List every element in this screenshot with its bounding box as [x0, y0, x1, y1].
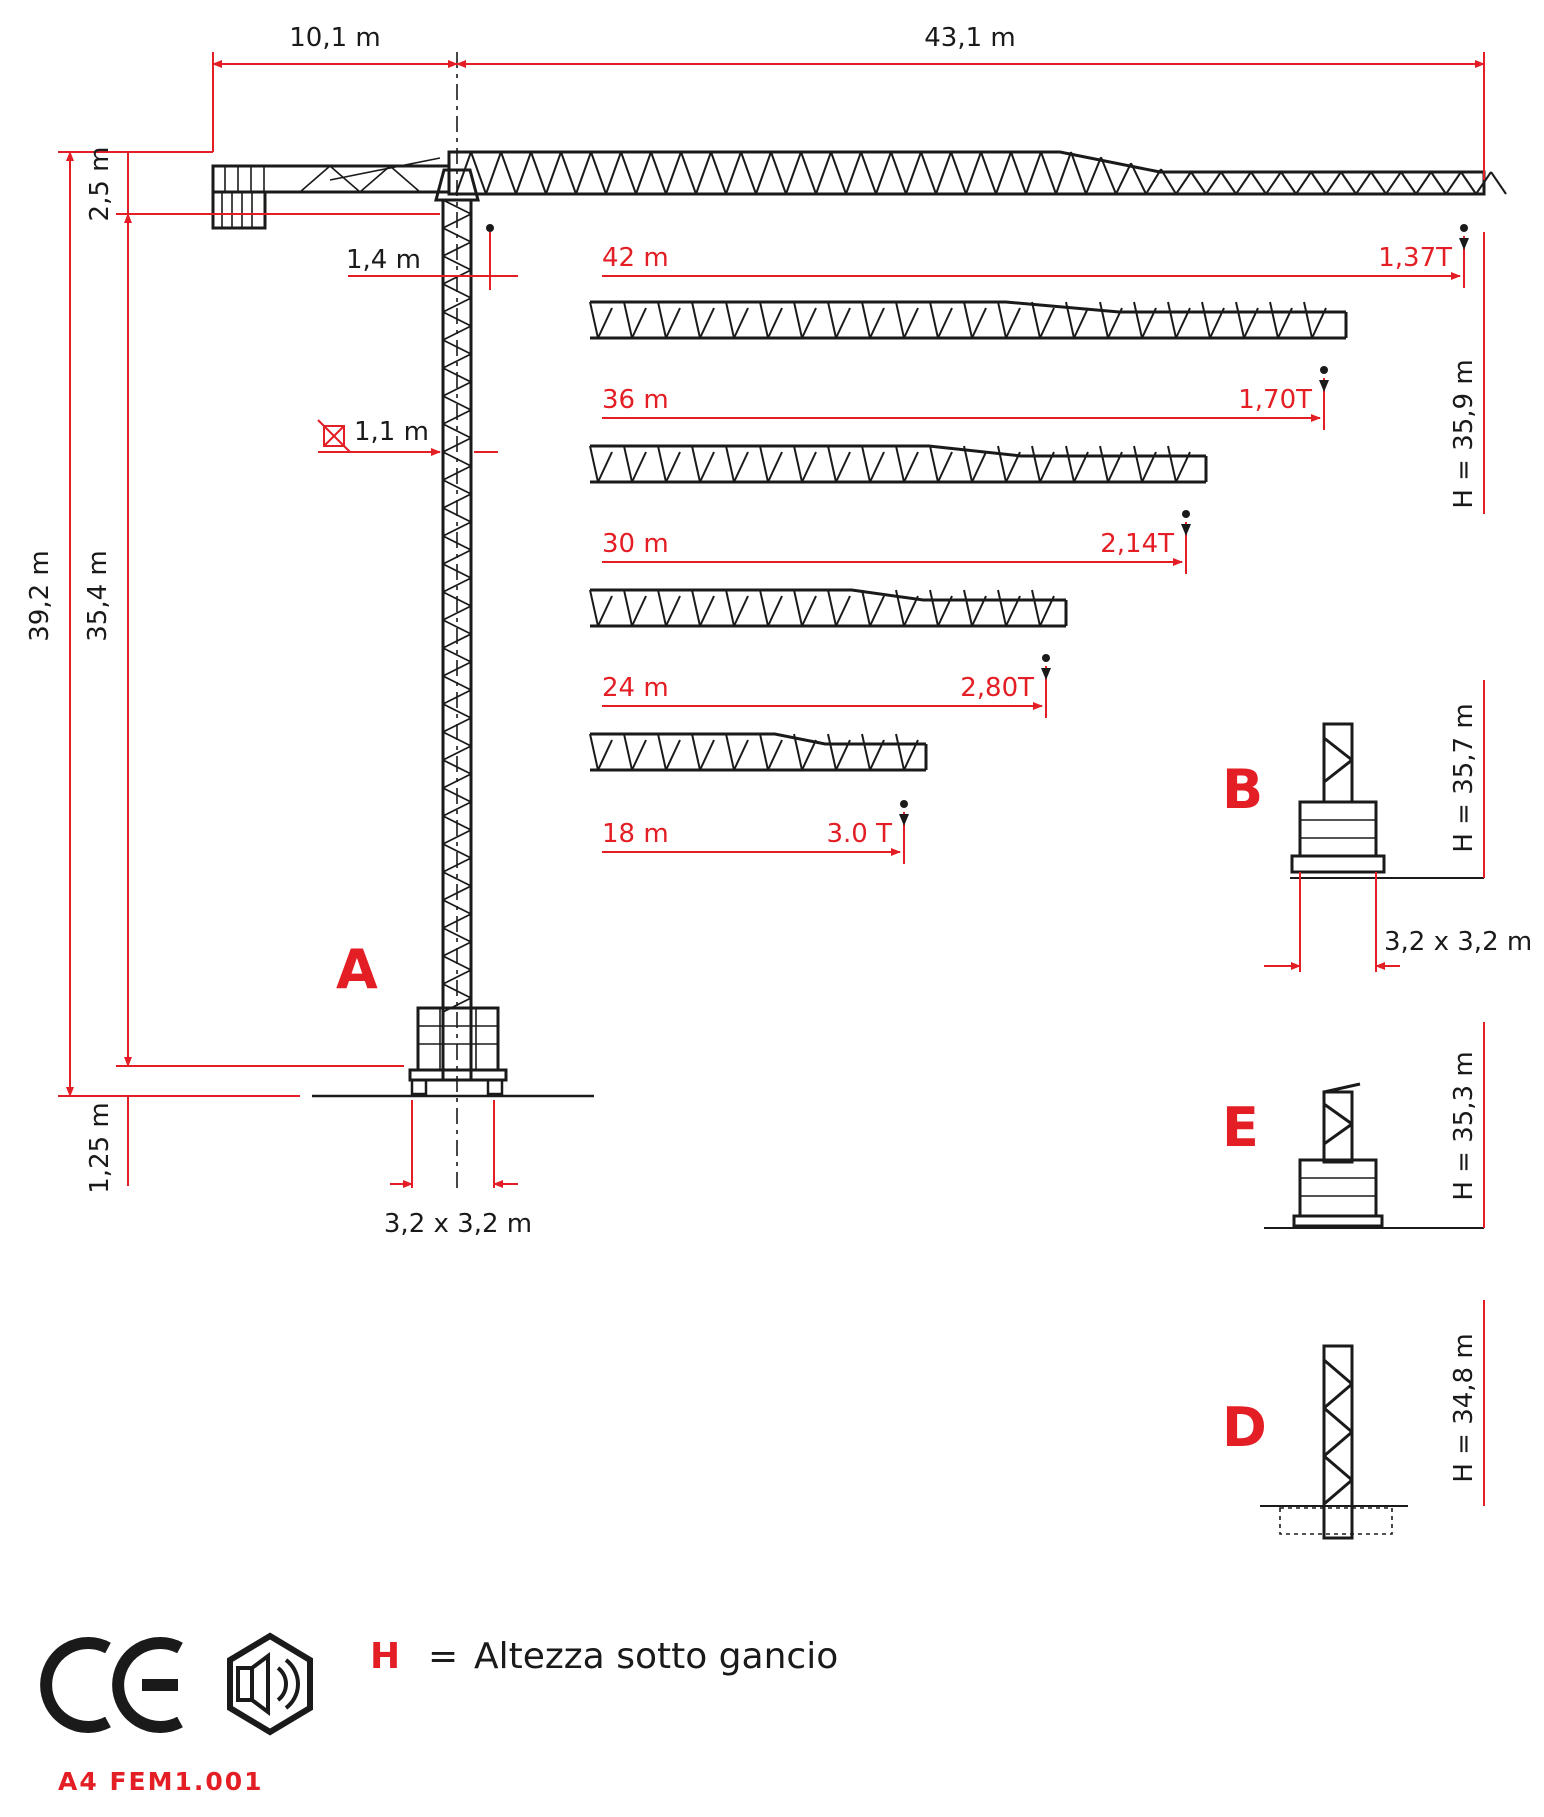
dimension-lines [58, 52, 1485, 1188]
reach-label: 18 m [602, 819, 669, 849]
counter-jib-length: 10,1 m [289, 23, 380, 53]
counterweight [211, 190, 267, 230]
reach-label: 42 m [602, 243, 669, 273]
noise-level-icon [227, 1632, 313, 1736]
crane-A [211, 52, 1507, 1192]
trolley-offset: 1,4 m [346, 245, 421, 275]
variant-letter-B: B [1222, 758, 1263, 821]
load-label: 1,70T [1238, 385, 1312, 415]
total-height: 39,2 m [25, 550, 55, 641]
jib-truss [589, 732, 928, 772]
load-label: 1,37T [1378, 243, 1452, 273]
load-label: 2,14T [1100, 529, 1174, 559]
mast-section: 1,1 m [354, 417, 429, 447]
legend-symbol: H [370, 1636, 400, 1677]
load-label: 3.0 T [827, 819, 893, 849]
variant-letter-E: E [1222, 1096, 1259, 1159]
base-variant-dimensions [1264, 680, 1485, 1506]
reach-label: 36 m [602, 385, 669, 415]
legend-text: Altezza sotto gancio [474, 1636, 838, 1677]
fem-class: A4 FEM1.001 [58, 1767, 264, 1796]
ce-mark-icon [40, 1637, 183, 1733]
load-hook-icon [1181, 510, 1191, 536]
jib-truss [589, 588, 1068, 628]
hook-icon [486, 224, 494, 232]
jib-length: 43,1 m [924, 23, 1015, 53]
height-B: H = 35,7 m [1449, 703, 1479, 852]
height-E: H = 35,3 m [1449, 1051, 1479, 1200]
mast-section-icon [317, 419, 351, 453]
reach-label: 30 m [602, 529, 669, 559]
jib-truss [589, 444, 1208, 484]
base-B-size: 3,2 x 3,2 m [1384, 927, 1532, 957]
reach-label: 24 m [602, 673, 669, 703]
base-A-size: 3,2 x 3,2 m [384, 1209, 532, 1239]
load-hook-icon [1319, 366, 1329, 392]
tower-height: 35,4 m [83, 550, 113, 641]
jib-truss [589, 300, 1348, 340]
legend-equals: = [428, 1636, 458, 1677]
load-hook-icon [899, 800, 909, 826]
height-D: H = 34,8 m [1449, 1333, 1479, 1482]
load-label: 2,80T [960, 673, 1034, 703]
ballast-depth: 1,25 m [85, 1102, 115, 1193]
base-ballast [416, 1006, 500, 1072]
mast-head [434, 168, 480, 202]
load-hook-icon [1459, 224, 1469, 250]
variant-letter-D: D [1222, 1396, 1267, 1459]
hook-height-A: H = 35,9 m [1449, 359, 1479, 508]
variant-letter-A: A [336, 938, 378, 1001]
base-variant-drawings [1260, 722, 1484, 1540]
jib-configurations [589, 300, 1348, 772]
load-hook-icon [1041, 654, 1051, 680]
top-height: 2,5 m [85, 147, 115, 222]
